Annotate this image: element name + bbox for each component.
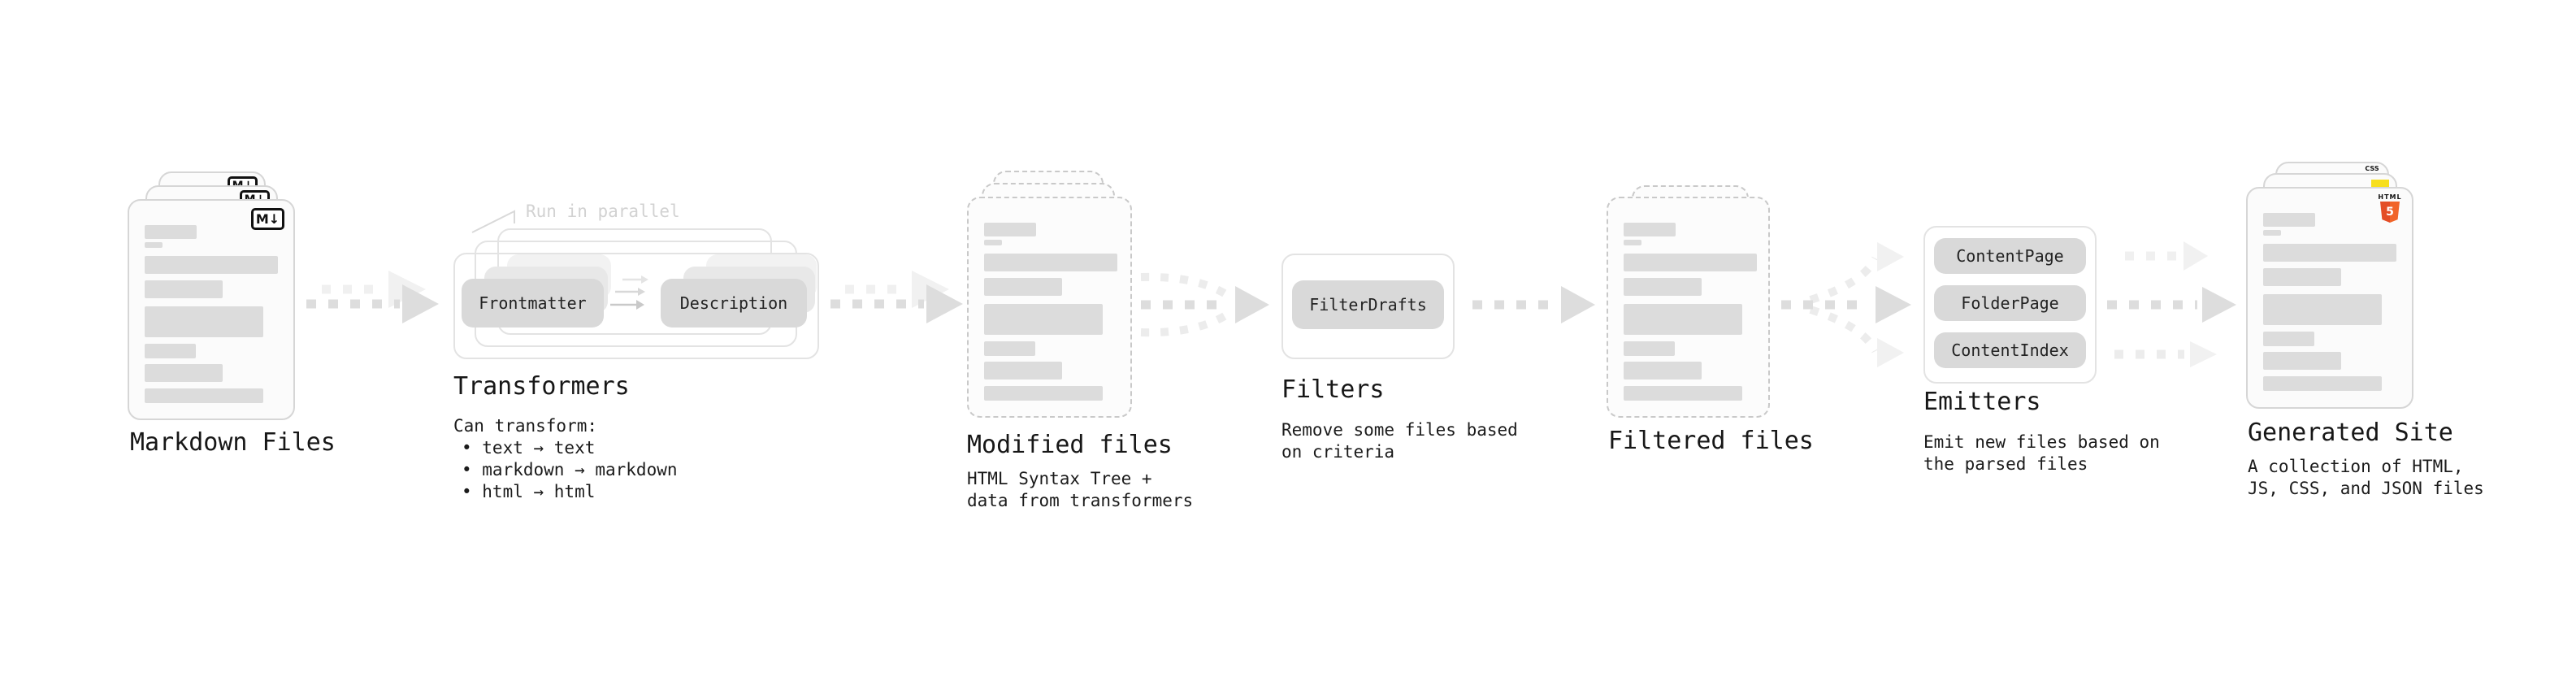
file-page-front [967, 197, 1132, 418]
stage-label: Filtered files [1608, 427, 1814, 455]
placeholder-text-bar [145, 225, 197, 239]
stage-description: HTML Syntax Tree + data from transformer… [967, 468, 1193, 512]
flow-arrow-markdown-to-transformers [306, 271, 439, 323]
stage-description: Remove some files based on criteria [1281, 419, 1518, 463]
placeholder-text-bar [1624, 254, 1757, 271]
placeholder-text-bar [2263, 213, 2315, 227]
parallel-run-arrows [610, 275, 648, 310]
file-page-front: HTML 5 [2246, 187, 2413, 409]
placeholder-text-bar [2263, 244, 2396, 262]
emitter-box-contentindex: ContentIndex [1934, 332, 2086, 368]
placeholder-text-bar [2263, 376, 2382, 391]
placeholder-text-bar [984, 341, 1035, 356]
description-line: A collection of HTML, [2248, 457, 2464, 476]
stage-label: Modified files [967, 431, 1173, 459]
placeholder-text-bar [145, 280, 223, 298]
description-line: JS, CSS, and JSON files [2248, 479, 2484, 498]
stage-label: Filters [1281, 375, 1385, 404]
placeholder-text-bar [1624, 386, 1742, 401]
placeholder-text-bar [1624, 362, 1702, 380]
placeholder-text-bar [145, 388, 263, 403]
placeholder-text-bar [1624, 223, 1676, 236]
placeholder-text-bar [145, 306, 263, 337]
transformer-box-description: Description [661, 279, 807, 327]
placeholder-text-bar [2263, 352, 2341, 370]
stage-label: Transformers [453, 372, 630, 401]
placeholder-text-bar [984, 254, 1117, 271]
fan-in-arrow-modified-to-filters [1140, 272, 1269, 337]
file-page-front [1607, 197, 1770, 418]
stage-description: Emit new files based on the parsed files [1923, 432, 2160, 475]
placeholder-text-bar [984, 304, 1103, 335]
emitter-box-folderpage: FolderPage [1934, 285, 2086, 321]
placeholder-text-bar [2263, 230, 2281, 236]
placeholder-text-bar [984, 362, 1062, 380]
flow-arrow-transformers-to-modified [830, 271, 963, 323]
stage-label: Generated Site [2248, 419, 2453, 447]
placeholder-text-bar [145, 256, 278, 274]
flow-arrow-filters-to-filtered [1472, 286, 1595, 323]
placeholder-text-bar [2263, 294, 2382, 325]
description-line: • markdown → markdown [462, 460, 678, 479]
transformer-box-frontmatter: Frontmatter [462, 279, 604, 327]
flow-arrows-emitters-to-site [2107, 241, 2236, 367]
description-line: the parsed files [1923, 454, 2088, 474]
stage-label: Emitters [1923, 388, 2041, 416]
placeholder-text-bar [145, 242, 163, 248]
placeholder-text-bar [2263, 332, 2314, 346]
html5-icon-label: HTML [2378, 193, 2402, 201]
placeholder-text-bar [145, 364, 223, 382]
css-icon-label: CSS [2365, 165, 2379, 172]
stage-description: Can transform: • text → text • markdown … [453, 415, 678, 503]
placeholder-text-bar [984, 386, 1103, 401]
html5-icon-shield: 5 [2380, 202, 2400, 223]
placeholder-text-bar [1624, 304, 1742, 335]
placeholder-text-bar [984, 240, 1002, 245]
file-page-front: M↓ [128, 199, 295, 420]
html5-icon: HTML 5 [2378, 193, 2402, 223]
markdown-icon: M↓ [251, 208, 284, 230]
description-line: on criteria [1281, 442, 1395, 462]
placeholder-text-bar [1624, 278, 1702, 296]
run-in-parallel-connector [471, 210, 515, 233]
run-in-parallel-note: Run in parallel [526, 202, 680, 221]
description-line: Remove some files based [1281, 420, 1518, 440]
stage-label: Markdown Files [130, 428, 336, 457]
description-line: • html → html [462, 482, 596, 501]
placeholder-text-bar [1624, 240, 1641, 245]
fan-out-arrow-filtered-to-emitters [1781, 242, 1911, 367]
description-line: HTML Syntax Tree + [967, 469, 1152, 488]
placeholder-text-bar [984, 278, 1062, 296]
placeholder-text-bar [2263, 268, 2341, 286]
emitter-box-contentpage: ContentPage [1934, 238, 2086, 274]
description-line: Can transform: [453, 416, 598, 436]
description-line: Emit new files based on [1923, 432, 2160, 452]
stage-description: A collection of HTML, JS, CSS, and JSON … [2248, 456, 2484, 500]
description-line: data from transformers [967, 491, 1194, 510]
javascript-icon [2371, 180, 2389, 189]
placeholder-text-bar [984, 223, 1036, 236]
transformer-container-front [453, 253, 819, 359]
placeholder-text-bar [145, 344, 196, 358]
filter-box-filterdrafts: FilterDrafts [1292, 280, 1444, 329]
placeholder-text-bar [1624, 341, 1675, 356]
description-line: • text → text [462, 438, 596, 458]
